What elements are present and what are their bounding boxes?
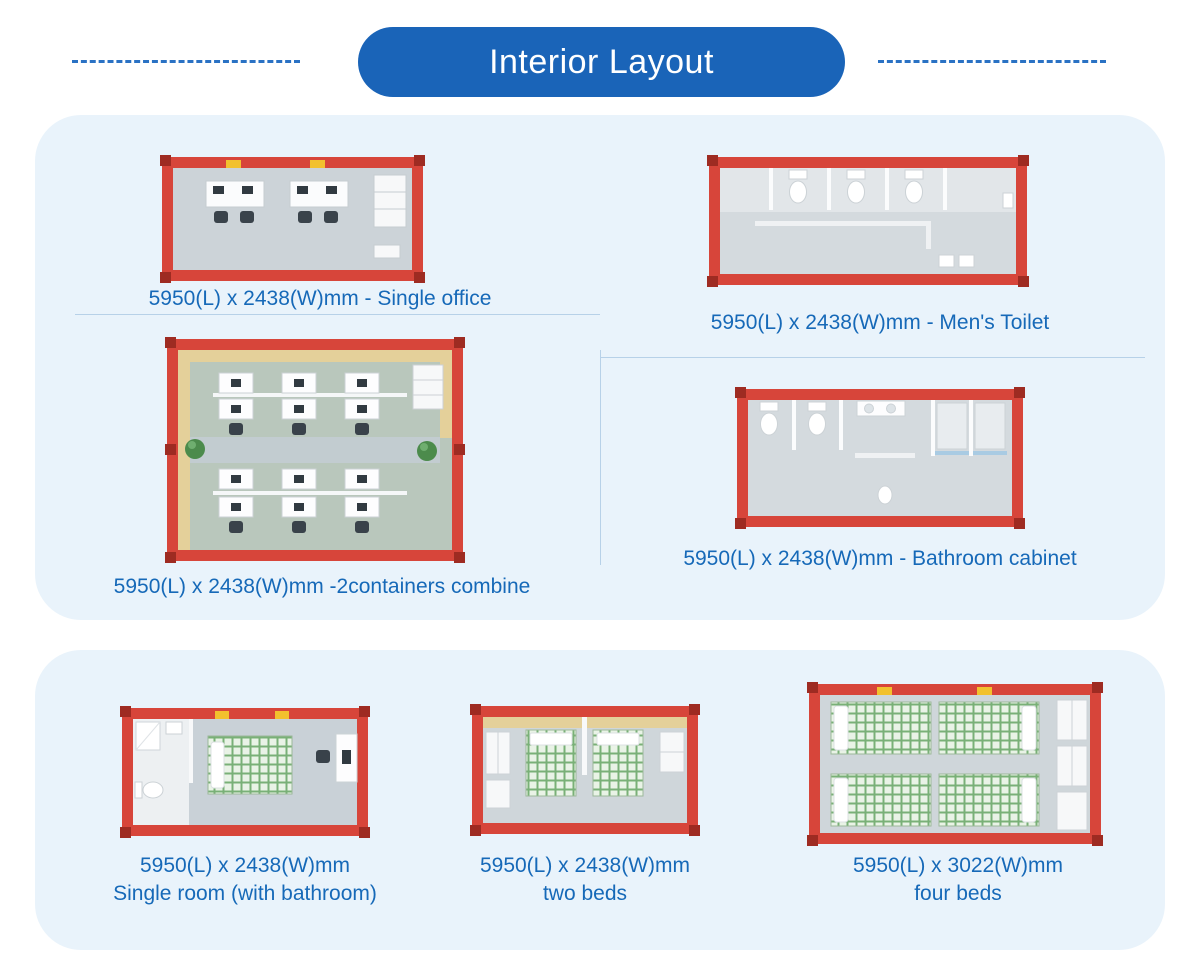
two-beds-floorplan [470,704,700,836]
mens-toilet-floorplan [707,155,1029,287]
bed [592,729,644,797]
cubicle-row-top [213,372,407,435]
caption-single-office: 5950(L) x 2438(W)mm - Single office [148,287,492,310]
caption-single-room: 5950(L) x 2438(W)mm Single room (with ba… [45,852,445,908]
cabinet [412,364,444,410]
stall-partitions [792,400,843,450]
four-beds-floorplan [807,682,1103,846]
corner-fittings [807,682,1103,846]
card-bedrooms: 5950(L) x 2438(W)mm Single room (with ba… [35,650,1165,950]
divider-wall [582,717,587,775]
page-title: Interior Layout [358,27,845,97]
toilet [904,169,924,204]
bed [525,729,577,797]
cabinet [659,731,685,773]
urinal [1002,192,1014,209]
ceiling-straps [226,160,325,168]
corner-fittings [707,155,1029,287]
two-containers-office-floorplan [165,337,465,563]
sink [165,721,183,735]
corner-fittings [470,704,700,836]
single-office-floorplan [160,155,425,283]
caption-bathroom-cabinet: 5950(L) x 2438(W)mm - Bathroom cabinet [683,547,1077,570]
bidet [877,485,893,505]
ceiling-straps [215,711,289,719]
plant [185,439,205,459]
caption-four-beds: 5950(L) x 3022(W)mm four beds [808,852,1108,908]
corner-fittings [735,387,1025,529]
shower [135,721,161,751]
bed [207,735,293,795]
bed [830,773,932,827]
aisle [190,437,440,463]
caption-mens-toilet: 5950(L) x 2438(W)mm - Men's Toilet [710,311,1050,334]
sink [938,254,975,268]
partition-wall [855,453,915,458]
card-offices-toilets: 5950(L) x 2438(W)mm - Single office [35,115,1165,620]
stall-partitions [769,168,947,210]
ceiling-straps [877,687,992,695]
corner-fittings [160,155,425,283]
desk-cluster [289,180,349,223]
decor-dashed-line-right [878,60,1106,63]
caption-two-containers: 5950(L) x 2438(W)mm -2containers combine [113,575,531,598]
caption-two-beds: 5950(L) x 2438(W)mm two beds [435,852,735,908]
bed [938,773,1040,827]
cubicle-row-bottom [213,468,407,533]
cabinet [373,174,407,259]
corner-fittings [120,706,370,838]
bed [938,701,1040,755]
divider-vertical [600,350,601,565]
divider-horizontal-right [600,357,1145,358]
toilet [759,401,779,436]
bathroom-cabinet-floorplan [735,387,1025,529]
shower-stalls [931,400,1007,456]
bed [830,701,932,755]
toilet [807,401,827,436]
decor-dashed-line-left [72,60,300,63]
wardrobe [1056,699,1088,831]
caption-single-room-name: Single room (with bathroom) [113,882,377,905]
caption-single-room-size: 5950(L) x 2438(W)mm [139,854,351,877]
toilet [134,781,164,799]
sink-counter [856,400,906,417]
caption-two-beds-size: 5950(L) x 2438(W)mm [479,854,691,877]
caption-two-beds-name: two beds [542,882,628,905]
caption-four-beds-name: four beds [914,882,1002,905]
partition-wall [755,221,931,249]
toilet [788,169,808,204]
desk-cluster [205,180,265,223]
caption-four-beds-size: 5950(L) x 3022(W)mm [852,854,1064,877]
single-room-floorplan [120,706,370,838]
plant [417,441,437,461]
bathroom-wall [189,719,193,783]
toilet [846,169,866,204]
desk [316,733,358,783]
corner-fittings [165,337,465,563]
divider-horizontal-left [75,314,600,315]
wardrobe [485,731,511,809]
